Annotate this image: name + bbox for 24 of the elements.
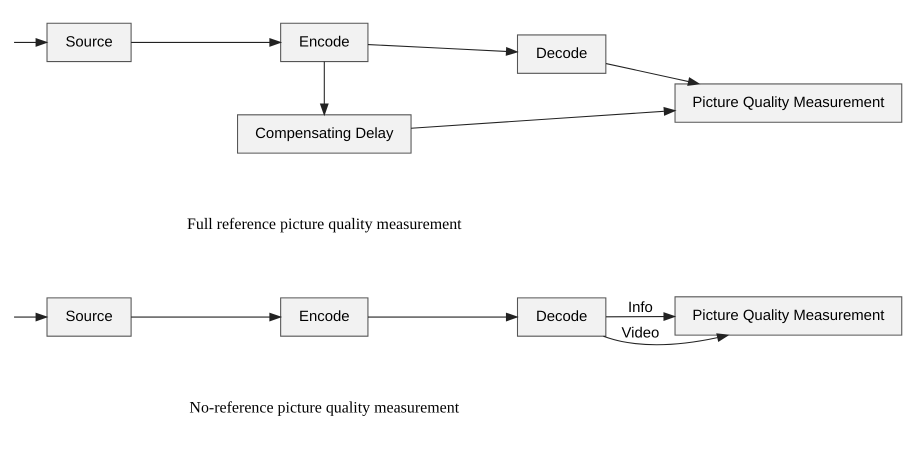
arrow: [131, 312, 282, 322]
node-box: Source: [46, 22, 132, 62]
arrow: [14, 312, 48, 322]
arrow: [603, 333, 730, 346]
node-box: Decode: [516, 297, 606, 337]
node-box: Compensating Delay: [237, 114, 412, 154]
label: Full reference picture quality measurement: [186, 216, 462, 234]
arrow: [606, 63, 701, 86]
arrow: [320, 62, 329, 116]
label: No-reference picture quality measurement: [189, 399, 460, 416]
arrow: [368, 312, 519, 322]
arrow: [14, 38, 48, 47]
arrow: [131, 38, 282, 47]
arrow: [606, 312, 676, 322]
node-box: Encode: [280, 22, 368, 62]
node-box: Picture Quality Measurement: [674, 296, 902, 336]
node-box: Picture Quality Measurement: [674, 83, 902, 123]
edge-label: Video: [622, 325, 660, 342]
arrow: [411, 106, 677, 129]
arrow: [368, 44, 519, 56]
edge-label: Info: [628, 300, 653, 316]
node-box: Source: [46, 297, 132, 337]
node-box: Encode: [280, 297, 368, 337]
node-box: Decode: [516, 34, 606, 74]
